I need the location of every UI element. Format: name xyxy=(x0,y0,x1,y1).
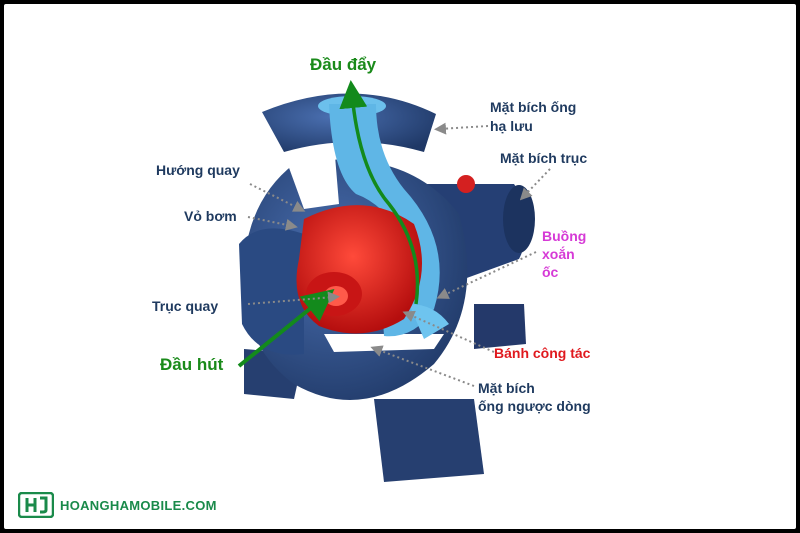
diagram-canvas: Đầu đẩy Đầu hút Hướng quay Vỏ bơm Trục q… xyxy=(4,4,796,529)
label-shaft-flange: Mặt bích trục xyxy=(500,150,588,166)
suction-flow-arrow xyxy=(237,288,335,368)
brand-logo: HOANGHAMOBILE.COM xyxy=(18,492,217,518)
label-rotation: Hướng quay xyxy=(156,162,240,178)
leader-discharge-flange xyxy=(434,122,489,135)
label-suction-flange-2: ống ngược dòng xyxy=(478,398,591,414)
leader-rotation xyxy=(249,183,306,212)
label-discharge-flange-1: Mặt bích ống xyxy=(490,99,577,115)
leader-volute xyxy=(436,251,537,299)
label-suction: Đầu hút xyxy=(160,355,224,374)
label-shaft: Trục quay xyxy=(152,298,219,314)
logo-text: HOANGHAMOBILE.COM xyxy=(60,497,217,513)
label-discharge-flange-2: hạ lưu xyxy=(490,118,533,134)
label-volute-3: ốc xyxy=(542,264,559,280)
leader-impeller xyxy=(402,310,495,353)
label-volute-2: xoắn xyxy=(542,246,575,262)
pump-illustration xyxy=(237,80,551,482)
label-discharge: Đầu đẩy xyxy=(310,55,377,74)
leader-shaft-flange xyxy=(519,168,551,201)
label-impeller: Bánh công tác xyxy=(494,345,591,361)
label-suction-flange-1: Mặt bích xyxy=(478,380,535,396)
label-casing: Vỏ bơm xyxy=(184,208,237,224)
discharge-flow-arrow xyxy=(339,80,420,305)
leader-shaft xyxy=(247,291,340,305)
logo-mark-icon xyxy=(18,492,54,518)
label-volute-1: Buồng xyxy=(542,228,587,244)
